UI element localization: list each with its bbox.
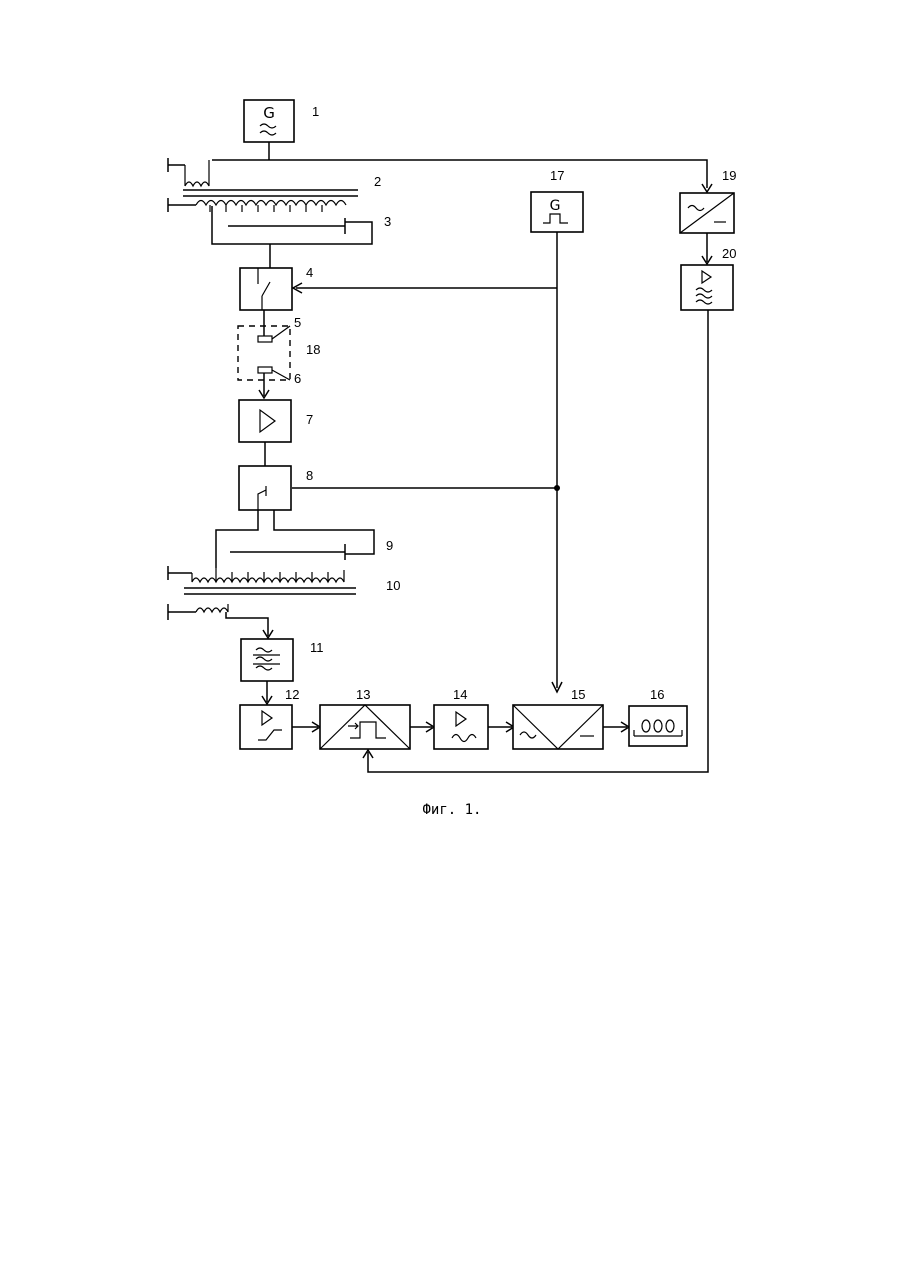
label-13: 13 xyxy=(356,687,370,702)
svg-text:G: G xyxy=(550,198,561,214)
converter-block-19: 19 xyxy=(680,168,736,233)
label-2: 2 xyxy=(374,174,381,189)
label-4: 4 xyxy=(306,265,313,280)
line-20-feedback xyxy=(368,310,708,772)
amplifier-block-14: 14 xyxy=(434,687,488,749)
svg-text:G: G xyxy=(263,104,275,122)
pulse-generator-block-17: G 17 xyxy=(531,168,583,232)
label-3: 3 xyxy=(384,214,391,229)
label-5: 5 xyxy=(294,315,301,330)
label-14: 14 xyxy=(453,687,467,702)
junction-dot xyxy=(554,485,560,491)
generator-block-1: G 1 xyxy=(244,100,319,142)
figure-caption: Фиг. 1. xyxy=(422,802,481,818)
label-10: 10 xyxy=(386,578,400,593)
label-19: 19 xyxy=(722,168,736,183)
label-11: 11 xyxy=(310,640,324,655)
label-12: 12 xyxy=(285,687,299,702)
amplifier-block-7: 7 xyxy=(239,400,313,442)
label-8: 8 xyxy=(306,468,313,483)
label-20: 20 xyxy=(722,246,736,261)
transducer-upper-2-3: 2 3 xyxy=(168,158,391,244)
limiter-block-12: 12 xyxy=(240,687,299,749)
line-gen-to-19 xyxy=(212,142,707,188)
display-block-16: 16 xyxy=(629,687,687,746)
amplifier-filter-block-20: 20 xyxy=(681,246,736,310)
converter-block-15: 15 xyxy=(513,687,603,749)
label-15: 15 xyxy=(571,687,585,702)
label-7: 7 xyxy=(306,412,313,427)
label-6: 6 xyxy=(294,371,301,386)
label-17: 17 xyxy=(550,168,564,183)
label-16: 16 xyxy=(650,687,664,702)
label-1: 1 xyxy=(312,104,319,119)
phase-detector-block-13: 13 xyxy=(320,687,410,749)
chamber-block-18: 5 18 6 xyxy=(238,310,320,398)
transducer-lower-9-10: 9 10 xyxy=(168,510,400,638)
label-18: 18 xyxy=(306,342,320,357)
filter-block-11: 11 xyxy=(241,639,324,681)
label-9: 9 xyxy=(386,538,393,553)
